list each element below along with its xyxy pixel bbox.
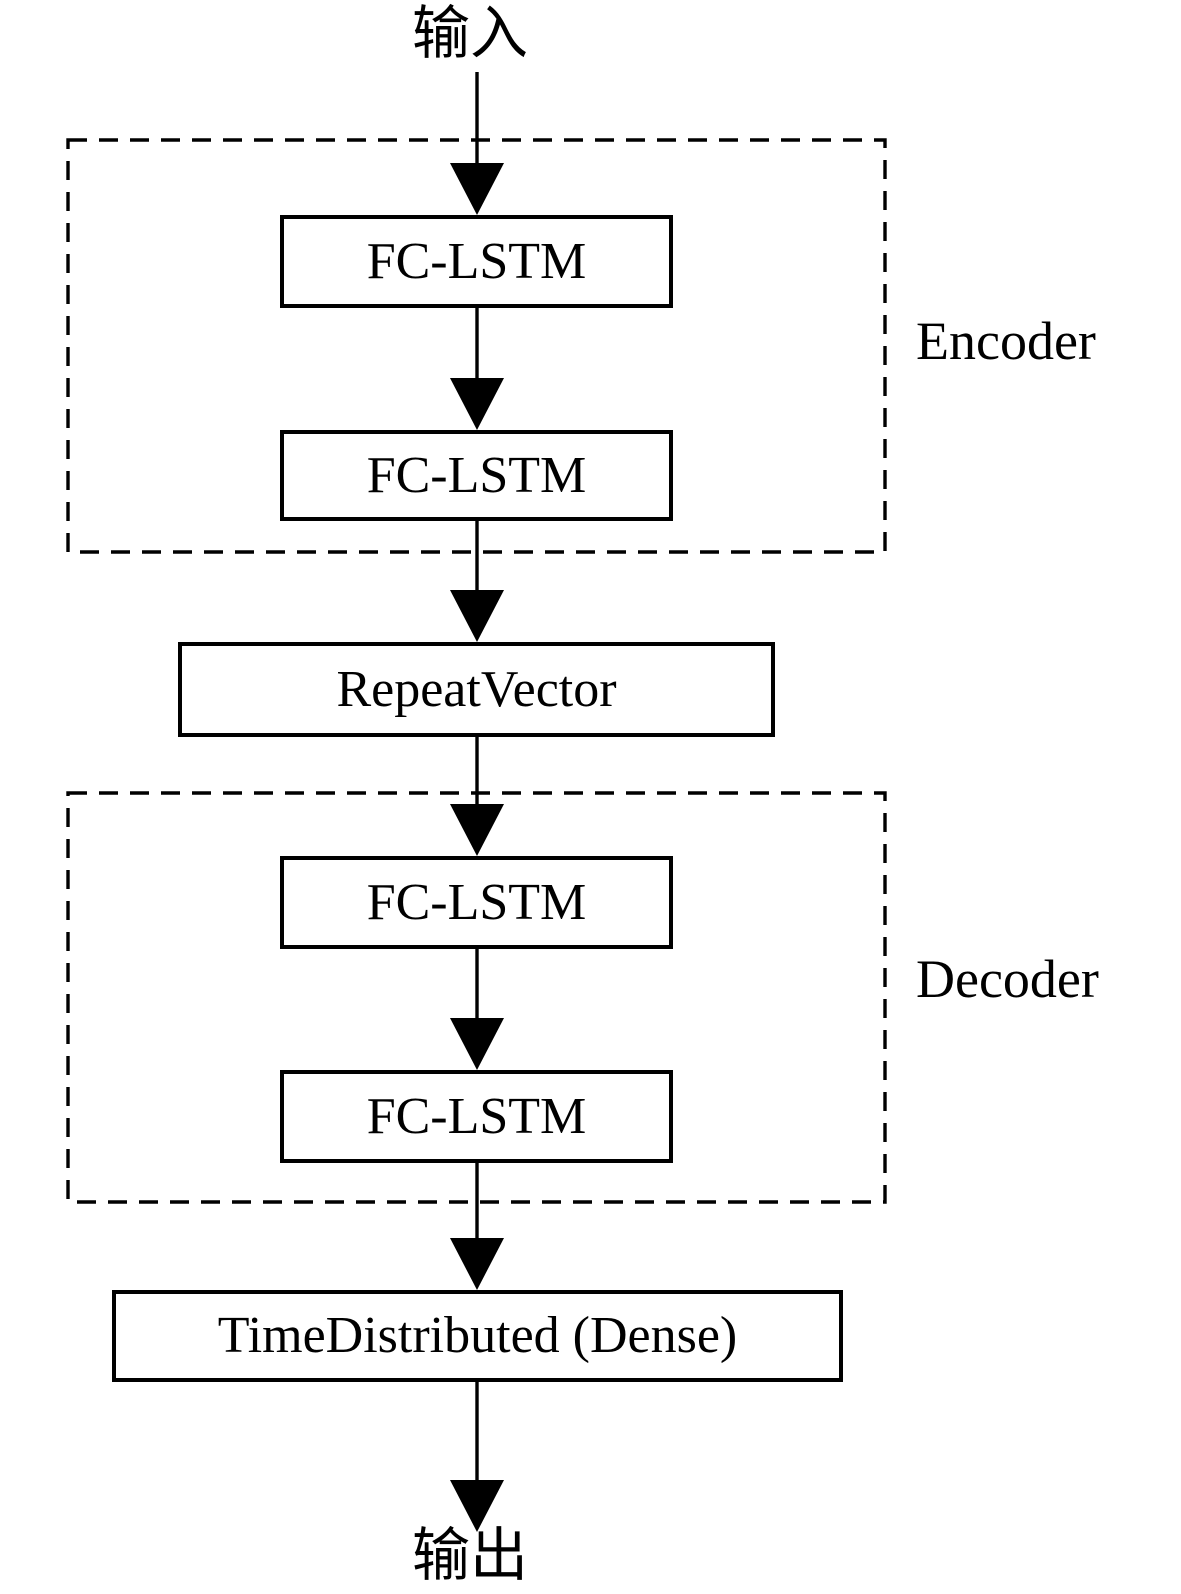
arrowhead-input-to-enc-lstm1 — [450, 163, 504, 215]
encoder-fc-lstm-2-label: FC-LSTM — [366, 446, 587, 504]
arrowhead-dec-lstm2-to-timedistributed — [450, 1238, 504, 1290]
repeat-vector-box: RepeatVector — [178, 642, 775, 737]
decoder-fc-lstm-1-box: FC-LSTM — [280, 856, 673, 949]
encoder-fc-lstm-2-box: FC-LSTM — [280, 430, 673, 521]
decoder-fc-lstm-2-box: FC-LSTM — [280, 1070, 673, 1163]
time-distributed-box: TimeDistributed (Dense) — [112, 1290, 843, 1382]
arrowhead-timedistributed-to-output — [450, 1480, 504, 1532]
arrowhead-dec-lstm1-to-dec-lstm2 — [450, 1018, 504, 1070]
time-distributed-label: TimeDistributed (Dense) — [217, 1307, 738, 1364]
encoder-fc-lstm-1-label: FC-LSTM — [366, 232, 587, 290]
decoder-group-label: Decoder — [916, 949, 1099, 1009]
repeat-vector-label: RepeatVector — [336, 660, 617, 718]
encoder-group-label: Encoder — [916, 311, 1096, 371]
arrowhead-enc-lstm1-to-enc-lstm2 — [450, 378, 504, 430]
decoder-fc-lstm-2-label: FC-LSTM — [366, 1087, 587, 1145]
encoder-fc-lstm-1-box: FC-LSTM — [280, 215, 673, 308]
input-label: 输入 — [411, 1, 529, 66]
decoder-fc-lstm-1-label: FC-LSTM — [366, 873, 587, 931]
arrowhead-enc-lstm2-to-repeatvector — [450, 590, 504, 642]
output-label: 输出 — [411, 1523, 529, 1588]
arrowhead-repeatvector-to-dec-lstm1 — [450, 804, 504, 856]
